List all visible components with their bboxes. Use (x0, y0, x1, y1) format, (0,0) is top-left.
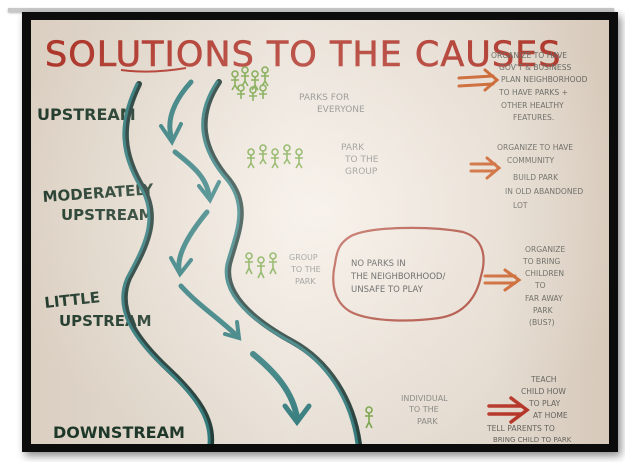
little-middle-line3: PARK (295, 277, 316, 286)
upstream-right-line3: PLAN NEIGHBORHOOD (501, 75, 588, 84)
moderately-label-line2: UPSTREAM (61, 206, 154, 224)
downstream-right-line5: TELL PARENTS TO (486, 424, 555, 433)
little-right-line7: (BUS?) (529, 318, 555, 327)
flow-arrow-2-head (197, 180, 221, 204)
moderately-right-line4: IN OLD ABANDONED (505, 187, 583, 196)
little-right-line1: ORGANIZE (525, 245, 565, 254)
arrow-upstream (457, 74, 495, 80)
little-right-line3: CHILDREN (525, 269, 564, 278)
river (121, 79, 362, 444)
river-left-bank-highlight (121, 82, 211, 444)
upstream-middle-line2: EVERYONE (317, 105, 365, 115)
little-right-line2: TO BRING (522, 257, 560, 266)
little-right-line5: FAR AWAY (525, 294, 563, 303)
flow-arrow-4 (178, 283, 240, 339)
moderately-right-line3: BUILD PARK (513, 173, 559, 182)
downstream-right-line1: TEACH (530, 375, 557, 384)
title-underline (120, 67, 187, 73)
downstream-right-line3: TO PLAY (528, 399, 561, 408)
person-icon (365, 406, 373, 429)
upstream-middle-line1: PARKS FOR (299, 93, 349, 103)
moderately-middle-line3: GROUP (345, 167, 378, 177)
flow-arrow-5 (250, 351, 300, 421)
little-right-line6: PARK (533, 306, 554, 315)
moderately-right-line2: COMMUNITY (507, 156, 554, 165)
downstream-right-line6: BRING CHILD TO PARK (493, 436, 572, 444)
river-right-bank-highlight (201, 80, 359, 444)
upstream-label: UPSTREAM (37, 105, 136, 124)
flow-arrow-4-head (223, 320, 242, 341)
flow-arrow-3 (176, 209, 210, 273)
problem-line3: UNSAFE TO PLAY (351, 285, 424, 295)
downstream-label: DOWNSTREAM (53, 423, 185, 442)
flow-arrow-1-head (159, 122, 183, 146)
little-right-line4: TO (534, 281, 546, 290)
little-label-line2: UPSTREAM (59, 312, 152, 330)
downstream-middle-line1: INDIVIDUAL (401, 394, 448, 403)
little-middle-line2: TO THE (290, 265, 321, 274)
downstream-right-line4: AT HOME (533, 411, 568, 420)
upstream-right-line6: FEATURES. (513, 113, 554, 122)
problem-bubble (332, 226, 485, 322)
downstream-middle-line2: TO THE (408, 405, 439, 414)
upstream-right-line5: OTHER HEALTHY (501, 101, 564, 110)
people-group-icon (247, 144, 303, 169)
little-middle-line1: GROUP (289, 253, 318, 262)
problem-line1: NO PARKS IN (351, 259, 406, 269)
upstream-right-line4: TO HAVE PARKS + (498, 88, 568, 97)
upstream-right-line1: ORGANIZE TO HAVE (491, 51, 567, 60)
moderately-middle-line2: TO THE (344, 155, 379, 165)
little-label-line1: LITTLE (44, 288, 101, 312)
downstream-right-line2: CHILD HOW (521, 387, 566, 396)
flow-arrows (159, 79, 312, 427)
people-small-group-icon (245, 252, 277, 279)
flow-arrow-3-head (169, 256, 193, 278)
flow-arrow-1 (167, 79, 194, 139)
upstream-right-line2: GOV'T & BUSINESS (499, 63, 572, 72)
solution-arrows (457, 68, 530, 424)
moderately-right-line5: LOT (513, 201, 528, 210)
whiteboard-photo: SOLUTIONS TO THE CAUSES UPSTREAM MODERAT… (31, 20, 609, 444)
flow-arrow-5-head (282, 403, 312, 427)
page-title: SOLUTIONS TO THE CAUSES (45, 35, 561, 75)
moderately-right-line1: ORGANIZE TO HAVE (497, 143, 573, 152)
flow-arrow-2 (172, 149, 212, 199)
top-bar (8, 8, 614, 12)
problem-line2: THE NEIGHBORHOOD/ (350, 272, 445, 282)
downstream-middle-line3: PARK (417, 417, 438, 426)
moderately-middle-line1: PARK (341, 143, 365, 153)
whiteboard-drawing: SOLUTIONS TO THE CAUSES UPSTREAM MODERAT… (37, 35, 588, 444)
people-crowd-icon (231, 66, 269, 101)
